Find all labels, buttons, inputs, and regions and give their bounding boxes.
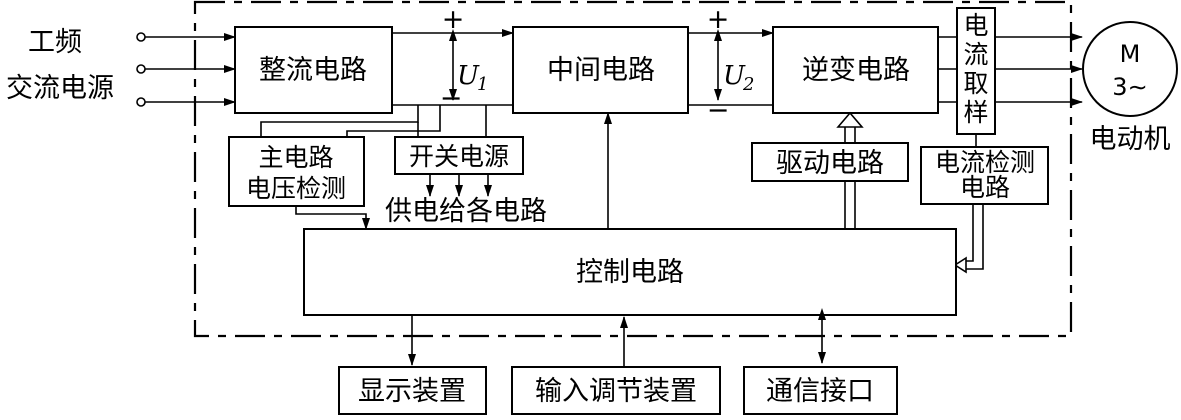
main-voltage-detect-line1: 主电路 <box>258 143 333 172</box>
drive-label: 驱动电路 <box>776 148 884 179</box>
inverter-enclosure <box>193 0 1073 338</box>
display-label: 显示装置 <box>358 376 466 407</box>
main-voltage-detect-block <box>228 136 365 207</box>
rectifier-label: 整流电路 <box>259 55 367 86</box>
dc-link-u2: + − U 2 <box>688 4 774 126</box>
current-sampling-char1: 电 <box>963 11 988 40</box>
comm-label: 通信接口 <box>766 376 874 407</box>
drive-signal-double-arrow <box>836 111 864 229</box>
u2-minus: − <box>707 95 730 126</box>
current-sampling-char4: 样 <box>963 98 988 127</box>
control-block <box>303 228 957 316</box>
current-detect-to-control-arrow <box>953 204 984 274</box>
current-detect-block <box>920 146 1049 205</box>
display-block <box>338 366 487 415</box>
motor-caption: 电动机 <box>1090 124 1171 155</box>
supply-label: 供电给各电路 <box>385 196 547 227</box>
intermediate-label: 中间电路 <box>547 55 655 86</box>
supply-arrows <box>426 174 492 197</box>
motor-letter: M <box>1120 40 1141 68</box>
u1-symbol: U <box>457 61 480 91</box>
voltage-detect-to-control-wire <box>295 206 370 230</box>
u1-minus: − <box>440 83 463 114</box>
inverter-block <box>772 26 939 114</box>
motor-phase: 3∼ <box>1112 73 1147 101</box>
control-label: 控制电路 <box>576 257 684 288</box>
current-sampling-char2: 流 <box>963 40 988 69</box>
comm-block <box>743 366 898 415</box>
motor-symbol <box>1082 21 1178 117</box>
u2-subscript: 2 <box>742 74 754 95</box>
input-label-line1: 工频 <box>28 27 82 58</box>
current-detect-line2: 电路 <box>960 173 1010 202</box>
switch-power-block <box>394 136 524 175</box>
inverter-label: 逆变电路 <box>802 55 910 86</box>
drive-block <box>751 142 909 182</box>
u1-subscript: 1 <box>477 74 488 95</box>
current-sampling-char3: 取 <box>963 69 988 98</box>
intermediate-block <box>512 26 689 114</box>
input-label-line2: 交流电源 <box>6 73 114 104</box>
current-sampling-block <box>956 7 996 135</box>
u2-plus: + <box>707 4 730 35</box>
ac-input-terminals: 工频 交流电源 <box>6 27 236 107</box>
bus-tap-wires <box>260 105 487 137</box>
current-detect-line1: 电流检测 <box>935 148 1035 177</box>
u2-symbol: U <box>723 61 746 91</box>
u1-plus: + <box>442 4 465 35</box>
input-adjust-label: 输入调节装置 <box>535 376 697 407</box>
switch-power-label: 开关电源 <box>409 142 509 171</box>
main-voltage-detect-line2: 电压检测 <box>246 174 346 203</box>
dc-link-u1: + − U 1 <box>392 4 514 114</box>
input-adjust-block <box>511 366 721 415</box>
rectifier-block <box>234 26 393 114</box>
